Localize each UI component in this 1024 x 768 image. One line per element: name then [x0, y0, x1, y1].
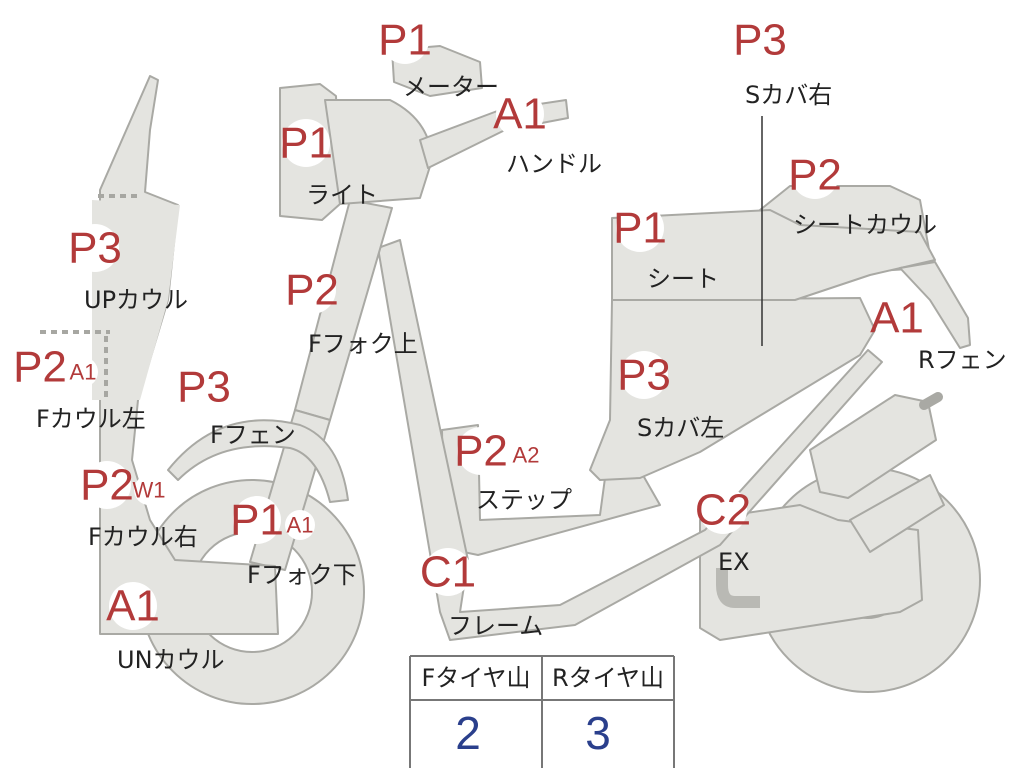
up-cowl-label: UPカウル	[84, 286, 188, 314]
exhaust-marker: C2 EX	[695, 486, 751, 577]
f-fork-upper-code: P2	[285, 266, 339, 315]
f-fork-lower-label: Fフォク下	[247, 561, 357, 589]
r-fender-code: A1	[870, 294, 924, 343]
handle-marker: A1 ハンドル	[493, 90, 602, 179]
f-cowl-left-code: P2	[13, 343, 67, 392]
tire-tread-table: Fタイヤ山 Rタイヤ山 2 3	[409, 655, 675, 768]
handle-label: ハンドル	[506, 150, 602, 178]
rear-tire-value: 3	[585, 707, 611, 759]
r-fender-label: Rフェン	[918, 346, 1007, 374]
scooter-silhouette	[40, 45, 981, 705]
f-cowl-right-label: Fカウル右	[88, 523, 198, 551]
meter-marker: P1 メーター	[378, 16, 499, 102]
s-cover-left-code: P3	[617, 351, 671, 400]
un-cowl-code: A1	[106, 582, 160, 631]
s-cover-right-code: P3	[733, 16, 787, 65]
front-tire-value: 2	[455, 707, 481, 759]
f-cowl-left-label: Fカウル左	[36, 405, 146, 433]
side-cover-body	[589, 297, 876, 481]
rear-fender-shape	[899, 261, 971, 349]
up-cowl-code: P3	[68, 224, 122, 273]
f-cowl-left-code2: A1	[70, 360, 97, 385]
step-marker: P2 A2 ステップ	[454, 427, 572, 515]
rear-tire-header: Rタイヤ山	[552, 664, 664, 692]
exhaust-label: EX	[718, 548, 750, 576]
light-marker: P1 ライト	[279, 119, 378, 210]
f-fork-upper-label: Fフォク上	[308, 330, 418, 358]
frame-marker: C1 フレーム	[420, 548, 543, 641]
f-cowl-right-marker: P2 W1 Fカウル右	[80, 461, 198, 552]
step-code2: A2	[513, 443, 540, 468]
f-fork-lower-code: P1	[230, 496, 284, 545]
front-fender-shape	[167, 419, 349, 503]
muffler-upper	[809, 394, 937, 499]
meter-code: P1	[378, 16, 432, 65]
f-fork-lower-code2: A1	[287, 513, 314, 538]
light-code: P1	[279, 119, 333, 168]
seat-cowl-marker: P2 シートカウル	[788, 151, 937, 240]
un-cowl-label: UNカウル	[117, 646, 225, 674]
head-cowl	[324, 99, 433, 205]
front-tire-header: Fタイヤ山	[421, 664, 530, 692]
f-fork-upper-marker: P2 Fフォク上	[285, 266, 418, 359]
frame-code: C1	[420, 548, 476, 597]
exhaust-code: C2	[695, 486, 751, 535]
seat-label: シート	[647, 265, 719, 293]
exhaust-pipe	[716, 568, 760, 608]
s-cover-left-marker: P3 Sカバ左	[617, 351, 724, 443]
step-label: ステップ	[476, 486, 572, 514]
f-fender-code: P3	[177, 363, 231, 412]
seat-marker: P1 シート	[613, 204, 719, 294]
muffler-lower	[849, 474, 945, 553]
s-cover-right-label: Sカバ右	[745, 81, 832, 109]
seat-code: P1	[613, 204, 667, 253]
up-cowl-marker: P3 UPカウル	[68, 224, 188, 315]
step-code: P2	[454, 427, 508, 476]
s-cover-right-marker: P3 Sカバ右	[733, 16, 832, 110]
seat-cowl-code: P2	[788, 151, 842, 200]
light-label: ライト	[306, 181, 378, 209]
meter-label: メーター	[403, 73, 499, 101]
un-cowl-marker: A1 UNカウル	[106, 582, 224, 675]
f-fork-lower-marker: P1 A1 Fフォク下	[230, 496, 357, 590]
f-cowl-left-marker: P2 A1 Fカウル左	[13, 343, 146, 434]
f-fender-marker: P3 Fフェン	[177, 363, 296, 450]
seat-shape	[611, 209, 936, 301]
frame-label: フレーム	[448, 612, 543, 640]
f-cowl-right-code2: W1	[133, 478, 166, 503]
f-cowl-right-code: P2	[80, 461, 134, 510]
handle-code: A1	[493, 90, 547, 139]
seat-cowl-label: シートカウル	[793, 211, 937, 239]
muffler-tip	[919, 392, 943, 410]
f-fender-label: Fフェン	[210, 421, 296, 449]
r-fender-marker: A1 Rフェン	[870, 294, 1007, 375]
s-cover-left-label: Sカバ左	[637, 414, 724, 442]
